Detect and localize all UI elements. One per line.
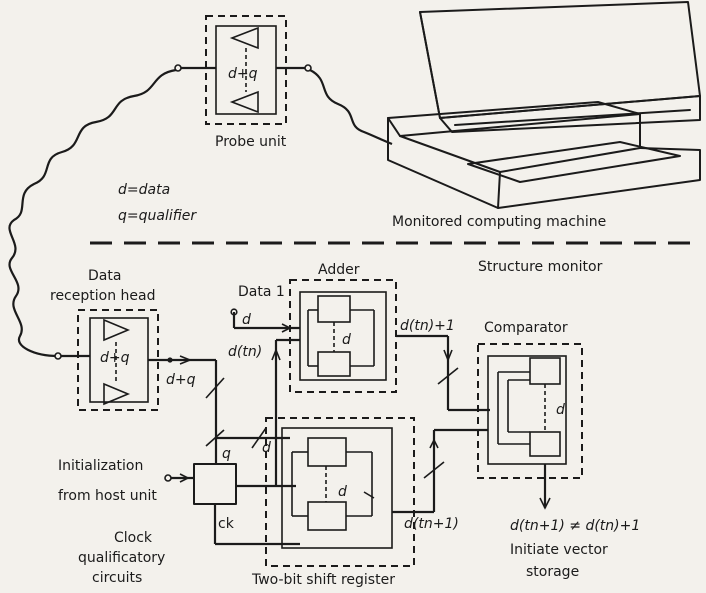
reception-head-label-2: reception head bbox=[50, 288, 155, 304]
initialization-label-1: Initialization bbox=[58, 458, 143, 474]
adder-label: Adder bbox=[318, 262, 360, 278]
data1-label: Data 1 bbox=[238, 284, 285, 300]
initiate-label-2: storage bbox=[526, 564, 579, 580]
probe-to-computer-cable bbox=[309, 69, 393, 146]
reception-head-label-1: Data bbox=[88, 268, 121, 284]
legend-data: d=data bbox=[118, 182, 170, 198]
legend-qualifier: q=qualifier bbox=[118, 208, 197, 224]
long-probe-cable bbox=[8, 68, 177, 358]
clock-label-2: qualificatory bbox=[78, 550, 165, 566]
computer-terminal-illustration bbox=[387, 1, 701, 209]
shift-register-label: Two-bit shift register bbox=[251, 572, 395, 588]
probe-unit-block bbox=[205, 15, 287, 125]
clock-label-1: Clock bbox=[114, 530, 153, 546]
probe-unit-label: Probe unit bbox=[215, 134, 287, 150]
ck-label: ck bbox=[218, 516, 235, 532]
reception-dq-label: d+q bbox=[100, 350, 130, 366]
shift-register-block bbox=[265, 417, 415, 567]
structure-monitor-label: Structure monitor bbox=[478, 259, 603, 275]
clock-label-3: circuits bbox=[92, 570, 142, 586]
out-dq-label: d+q bbox=[166, 372, 196, 388]
comparator-d-label: d bbox=[556, 402, 565, 418]
d-tn-plus1-label: d(tn)+1 bbox=[400, 318, 455, 334]
adder-d-label: d bbox=[342, 332, 351, 348]
d-tn-label: d(tn) bbox=[228, 344, 262, 360]
shift-d-label: d bbox=[338, 484, 347, 500]
control-box bbox=[193, 463, 237, 505]
data1-d-label: d bbox=[242, 312, 251, 328]
comparator-label: Comparator bbox=[484, 320, 568, 336]
condition-label: d(tn+1) ≠ d(tn)+1 bbox=[510, 518, 640, 534]
probe-dq-label: d+q bbox=[228, 66, 258, 82]
initialization-label-2: from host unit bbox=[58, 488, 157, 504]
q-label: q bbox=[222, 446, 231, 462]
d-label: d bbox=[262, 440, 271, 456]
initiate-label-1: Initiate vector bbox=[510, 542, 608, 558]
d-tn1-label: d(tn+1) bbox=[404, 516, 459, 532]
comparator-block bbox=[477, 343, 583, 479]
adder-block bbox=[289, 279, 397, 393]
monitored-machine-label: Monitored computing machine bbox=[392, 214, 606, 230]
